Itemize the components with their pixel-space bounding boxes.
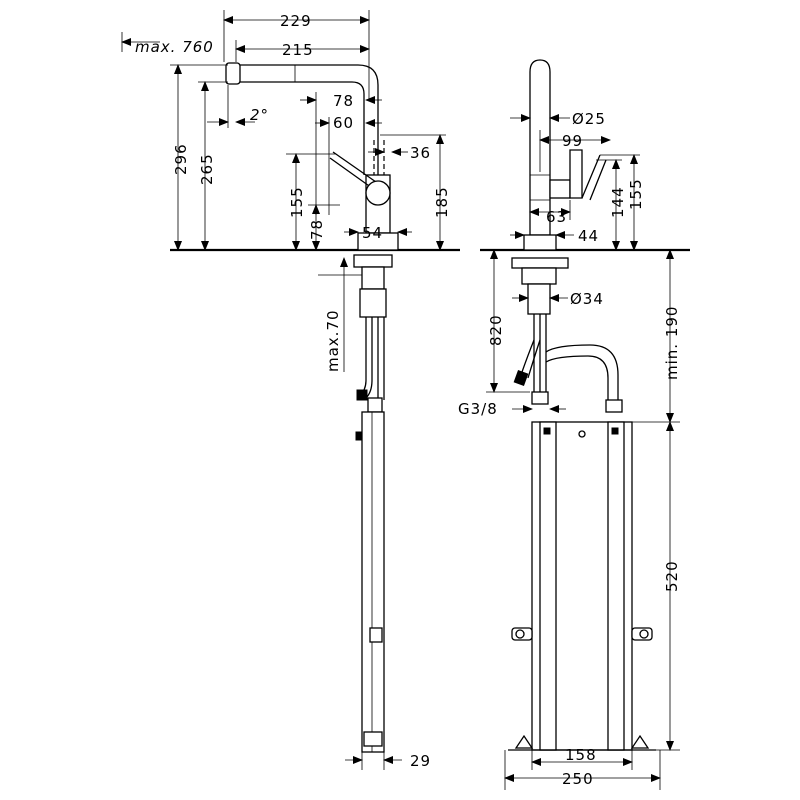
mount-plate-front bbox=[511, 257, 569, 269]
hose-fitting-front-2 bbox=[605, 399, 623, 413]
dim-g38: G3/8 bbox=[458, 400, 498, 418]
hose-curve-inner bbox=[545, 355, 609, 400]
dim-max70: max.70 bbox=[324, 309, 342, 372]
foot-right bbox=[630, 734, 650, 749]
dim-215: 215 bbox=[282, 41, 314, 59]
handle-hub-front bbox=[549, 179, 571, 199]
spout-column bbox=[529, 59, 551, 236]
mount-plate bbox=[353, 254, 393, 268]
front-view-dimensions: Ø25 99 144 155 63 44 Ø34 820 min. 190 bbox=[458, 110, 681, 790]
foot-left bbox=[514, 734, 534, 749]
dim-158: 158 bbox=[565, 746, 597, 764]
dim-78b: 78 bbox=[308, 219, 326, 240]
lever-hub bbox=[365, 180, 391, 206]
dim-78a: 78 bbox=[333, 92, 354, 110]
spout-arm-outer bbox=[228, 64, 379, 175]
mount-shank-front bbox=[527, 283, 551, 315]
pullout-weight-tube bbox=[361, 411, 385, 753]
dim-angle: 2° bbox=[250, 106, 269, 124]
dim-29: 29 bbox=[410, 752, 431, 770]
dim-54: 54 bbox=[362, 224, 383, 242]
clamp-left bbox=[511, 627, 533, 641]
hose-fitting-2 bbox=[367, 397, 383, 413]
dim-44: 44 bbox=[578, 227, 599, 245]
clamp-right bbox=[631, 627, 653, 641]
hose-fitting-front-1 bbox=[513, 370, 529, 386]
dim-max760: max. 760 bbox=[135, 38, 214, 56]
hose-fitting-front-3 bbox=[531, 391, 549, 405]
hose-box-rail-right bbox=[607, 421, 625, 751]
dim-520: 520 bbox=[663, 560, 681, 592]
dim-250: 250 bbox=[562, 770, 594, 788]
front-view bbox=[480, 59, 690, 751]
dim-36: 36 bbox=[410, 144, 431, 162]
dim-dia34: Ø34 bbox=[570, 290, 604, 308]
dim-min190: min. 190 bbox=[663, 306, 681, 380]
spray-head bbox=[225, 62, 241, 85]
handle-body-front bbox=[569, 149, 583, 199]
box-hole bbox=[578, 430, 586, 438]
tube-clip-top bbox=[355, 431, 363, 441]
tube-clip-mid bbox=[369, 627, 383, 643]
dim-155a: 155 bbox=[288, 186, 306, 218]
dim-265: 265 bbox=[198, 153, 216, 185]
spout-arm-inner bbox=[228, 81, 365, 175]
lever-handle-top bbox=[329, 157, 373, 189]
mount-nut-front bbox=[521, 267, 557, 285]
dim-229: 229 bbox=[280, 12, 312, 30]
dim-820: 820 bbox=[487, 314, 505, 346]
handle-lever-front bbox=[581, 154, 601, 199]
mount-shank bbox=[359, 288, 387, 318]
faucet-base bbox=[357, 232, 399, 251]
hose-box-rail-left bbox=[539, 421, 557, 751]
dim-144: 144 bbox=[609, 186, 627, 218]
dim-185: 185 bbox=[433, 186, 451, 218]
dim-99: 99 bbox=[562, 132, 583, 150]
hose-fitting-1 bbox=[356, 389, 368, 401]
hose-left-a bbox=[359, 317, 367, 396]
tube-end bbox=[363, 731, 383, 747]
dim-60: 60 bbox=[333, 114, 354, 132]
hose-left-b bbox=[365, 317, 373, 399]
side-view-dimensions: 229 max. 760 215 78 60 2° 296 265 bbox=[121, 10, 451, 770]
side-view bbox=[170, 62, 460, 753]
lever-handle-bottom bbox=[332, 151, 377, 183]
faucet-base-front bbox=[523, 234, 557, 251]
hose-curve-outer bbox=[545, 344, 619, 400]
hose-flex-1 bbox=[521, 339, 535, 373]
dim-63: 63 bbox=[546, 208, 567, 226]
dim-296: 296 bbox=[172, 143, 190, 175]
dim-dia25: Ø25 bbox=[572, 110, 606, 128]
dim-155b: 155 bbox=[627, 178, 645, 210]
mount-nut bbox=[361, 266, 385, 290]
